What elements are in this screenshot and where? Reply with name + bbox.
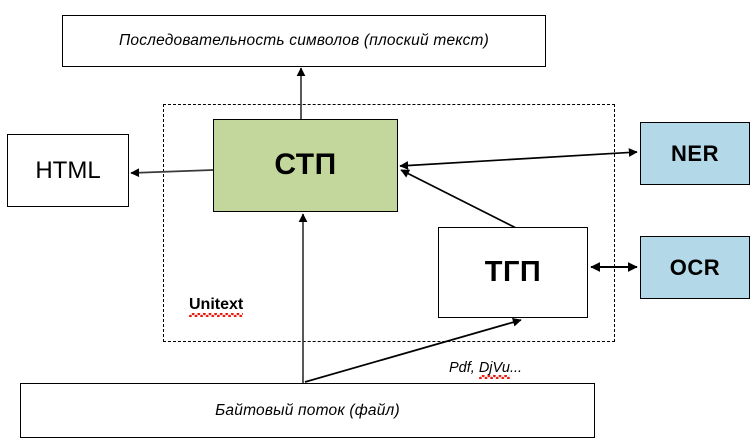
file-formats-annotation: Pdf, DjVu... <box>449 360 523 379</box>
node-character-sequence-label: Последовательность символов (плоский тек… <box>118 32 490 50</box>
unitext-group-label: Unitext <box>189 296 244 317</box>
unitext-text: Unitext <box>189 296 244 317</box>
file-formats-prefix: Pdf, <box>449 360 479 376</box>
node-stp[interactable]: СТП <box>213 119 398 212</box>
node-html[interactable]: HTML <box>7 134 129 207</box>
node-html-label: HTML <box>35 156 101 184</box>
node-character-sequence[interactable]: Последовательность символов (плоский тек… <box>62 15 546 67</box>
node-ner[interactable]: NER <box>640 122 750 185</box>
node-stp-label: СТП <box>274 148 337 182</box>
node-byte-stream[interactable]: Байтовый поток (файл) <box>20 383 595 438</box>
node-tgp[interactable]: ТГП <box>438 227 588 318</box>
node-ner-label: NER <box>671 140 719 166</box>
node-ocr[interactable]: OCR <box>640 236 750 299</box>
file-formats-misspelled-word: DjVu <box>478 360 511 379</box>
file-formats-suffix: ... <box>510 360 523 376</box>
node-ocr-label: OCR <box>669 254 721 280</box>
node-tgp-label: ТГП <box>484 255 542 288</box>
node-byte-stream-label: Байтовый поток (файл) <box>215 401 400 419</box>
